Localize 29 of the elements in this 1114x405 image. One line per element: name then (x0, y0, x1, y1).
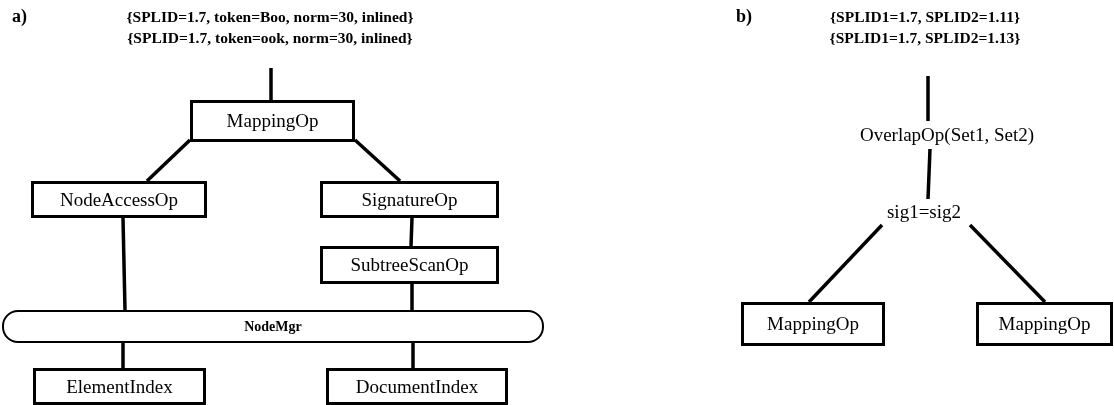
connector-line (353, 138, 402, 183)
connector-line (926, 76, 930, 121)
process-box: SignatureOp (320, 181, 499, 218)
connector-line (121, 217, 127, 311)
header-text: {SPLID1=1.7, SPLID2=1.13} (829, 28, 1021, 48)
connector-line (411, 343, 415, 368)
condition-text: sig1=sig2 (886, 201, 962, 223)
process-box: NodeAccessOp (31, 181, 207, 218)
header-text: {SPLID=1.7, token=ook, norm=30, inlined} (127, 28, 413, 48)
process-box: MappingOp (741, 302, 885, 346)
process-box: MappingOp (190, 100, 355, 142)
connector-line (145, 138, 192, 183)
operator-text: OverlapOp(Set1, Set2) (859, 124, 1035, 146)
process-box: ElementIndex (33, 368, 206, 405)
process-box: DocumentIndex (326, 368, 508, 405)
connector-line (409, 217, 414, 247)
panel-label: a) (12, 6, 27, 27)
process-box: SubtreeScanOp (320, 246, 499, 284)
connector-line (926, 148, 932, 200)
header-text: {SPLID1=1.7, SPLID2=1.11} (829, 7, 1021, 27)
manager-bar: NodeMgr (2, 310, 544, 343)
panel-label: b) (736, 6, 752, 27)
header-text: {SPLID=1.7, token=Boo, norm=30, inlined} (126, 7, 414, 27)
connector-line (410, 284, 414, 310)
connector-line (807, 223, 884, 304)
connector-line (968, 223, 1047, 304)
connector-line (121, 343, 125, 368)
connector-line (269, 68, 273, 100)
process-box: MappingOp (976, 302, 1113, 346)
